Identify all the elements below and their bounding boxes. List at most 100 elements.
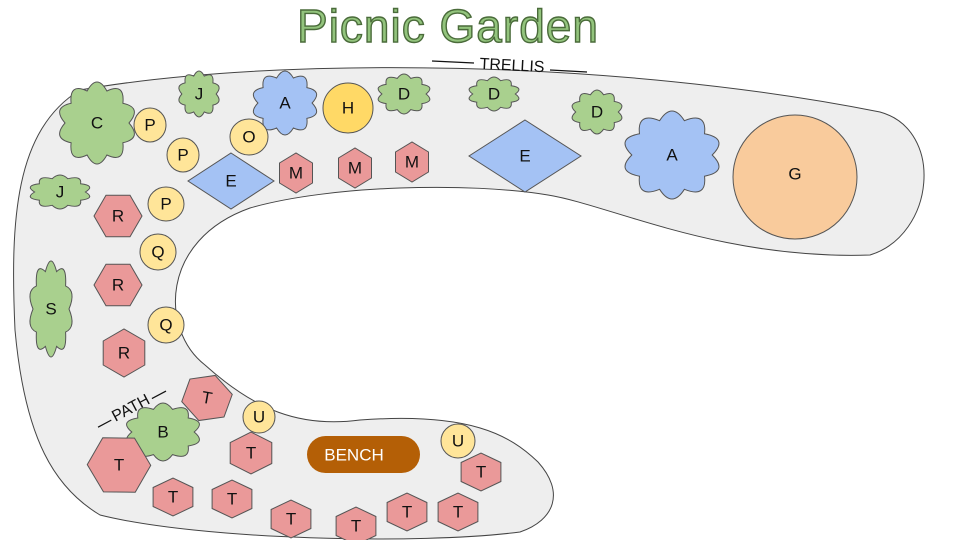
- plant-label: M: [348, 159, 362, 178]
- plant-label: P: [177, 146, 188, 165]
- shrub-cloud: [29, 260, 73, 358]
- plant-label: Q: [159, 316, 172, 335]
- plant-circle: [166, 137, 200, 173]
- plant-label: P: [144, 116, 155, 135]
- plant-label: T: [246, 444, 256, 463]
- plant-label: T: [114, 456, 124, 475]
- plant-circle: [440, 423, 476, 459]
- plant-r-19: R: [93, 194, 143, 238]
- plant-hexagon: [460, 452, 502, 492]
- plant-label: T: [286, 510, 296, 529]
- plant-hexagon: [270, 499, 312, 539]
- plant-circle: [322, 82, 374, 134]
- plant-hexagon: [395, 141, 429, 183]
- plant-hexagon: [102, 328, 146, 378]
- plant-label: E: [519, 147, 530, 166]
- shrub-cloud: [468, 76, 520, 112]
- plant-hexagon: [335, 506, 377, 540]
- plant-t-34: T: [335, 506, 377, 540]
- shrub-cloud: [59, 81, 135, 165]
- shrub-cloud: [252, 70, 318, 136]
- plant-hexagon: [338, 147, 372, 189]
- plant-t-32: T: [211, 479, 253, 519]
- plant-label: C: [91, 114, 103, 133]
- shrub-cloud: [624, 110, 720, 200]
- plant-label: R: [112, 276, 124, 295]
- plant-a-7: A: [624, 110, 720, 200]
- plant-label: U: [452, 432, 464, 451]
- plant-j-1: J: [178, 70, 220, 118]
- plant-hexagon: [229, 431, 273, 475]
- plant-p-11: P: [147, 186, 185, 222]
- plant-t-35: T: [386, 492, 428, 532]
- plant-r-20: R: [93, 263, 143, 307]
- plant-label: A: [666, 146, 678, 165]
- plant-d-6: D: [571, 89, 623, 135]
- plant-d-5: D: [468, 76, 520, 112]
- plant-s-24: S: [29, 260, 73, 358]
- path-line-right: [151, 390, 167, 400]
- plant-label: T: [168, 488, 178, 507]
- plant-label: D: [398, 85, 410, 104]
- plant-a-2: A: [252, 70, 318, 136]
- plant-hexagon: [86, 437, 152, 493]
- plant-label: R: [112, 207, 124, 226]
- plant-label: T: [200, 388, 214, 409]
- plant-t-31: T: [152, 477, 194, 517]
- plant-circle: [139, 233, 177, 271]
- plant-g-8: G: [732, 114, 858, 240]
- plant-m-17: M: [395, 141, 429, 183]
- plant-hexagon: [386, 492, 428, 532]
- plant-label: B: [157, 423, 168, 442]
- plant-m-16: M: [338, 147, 372, 189]
- diagram-title: Picnic Garden: [297, 0, 599, 52]
- shrub-cloud: [377, 73, 431, 115]
- plant-d-4: D: [377, 73, 431, 115]
- plant-label: H: [342, 99, 354, 118]
- plant-t-36: T: [437, 492, 479, 532]
- plant-label: E: [225, 172, 236, 191]
- plant-t-29: T: [229, 431, 273, 475]
- plant-c-0: C: [59, 81, 135, 165]
- plant-t-30: T: [86, 437, 152, 493]
- plant-e-13: E: [187, 152, 275, 210]
- trellis-label: TRELLIS: [479, 56, 545, 76]
- plant-label: T: [476, 463, 486, 482]
- plant-label: P: [160, 195, 171, 214]
- bench-shape: [307, 436, 420, 473]
- plant-label: S: [45, 300, 56, 319]
- bench-label: BENCH: [324, 446, 384, 465]
- plant-label: T: [227, 490, 237, 509]
- plant-label: J: [195, 85, 204, 104]
- plant-label: D: [591, 103, 603, 122]
- bench: BENCH: [307, 436, 420, 473]
- plant-e-14: E: [468, 119, 582, 193]
- plant-p-9: P: [133, 107, 167, 143]
- plant-hexagon: [211, 479, 253, 519]
- plant-circle: [147, 306, 185, 344]
- plant-u-26: U: [242, 400, 276, 434]
- plant-hexagon: [93, 194, 143, 238]
- plant-b-25: B: [126, 402, 200, 462]
- plant-label: O: [242, 128, 255, 147]
- plant-label: T: [402, 503, 412, 522]
- plant-h-3: H: [322, 82, 374, 134]
- plant-circle: [147, 186, 185, 222]
- plant-o-12: O: [229, 118, 269, 156]
- plant-u-27: U: [440, 423, 476, 459]
- plant-hexagon: [279, 152, 313, 194]
- shrub-cloud: [178, 70, 220, 118]
- plant-label: M: [405, 153, 419, 172]
- plant-j-18: J: [29, 174, 91, 210]
- plant-label: J: [56, 183, 65, 202]
- trellis-line-right: [549, 69, 588, 73]
- plant-hexagon: [437, 492, 479, 532]
- plant-circle: [133, 107, 167, 143]
- plant-m-15: M: [279, 152, 313, 194]
- plant-label: A: [279, 94, 291, 113]
- plant-label: G: [788, 165, 801, 184]
- shrub-cloud: [126, 402, 200, 462]
